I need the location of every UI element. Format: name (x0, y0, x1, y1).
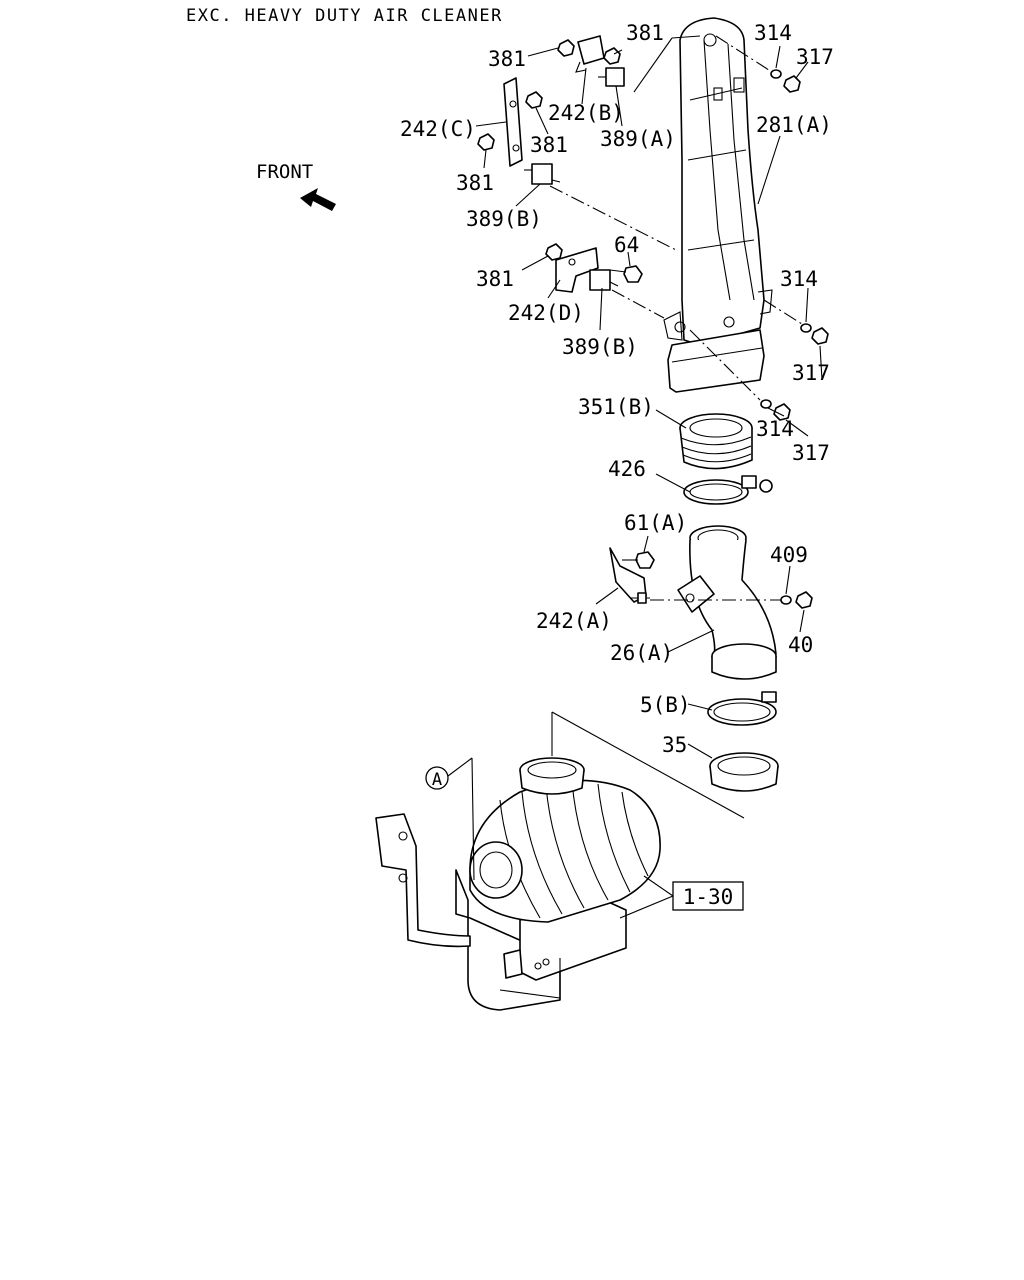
label-389b: 389(B) (562, 335, 638, 359)
label-242d: 242(D) (508, 301, 584, 325)
label-381: 381 (476, 267, 514, 291)
label-426: 426 (608, 457, 646, 481)
reference-box-label: 1-30 (683, 885, 734, 909)
elbow-26a (677, 525, 777, 680)
label-314: 314 (780, 267, 818, 291)
front-label: FRONT (256, 161, 313, 183)
bolt-icon (630, 592, 650, 604)
reference-circle-a-label: A (432, 770, 442, 790)
bracket-242c (503, 77, 523, 167)
label-389b: 389(B) (466, 207, 542, 231)
label-242b: 242(B) (548, 101, 624, 125)
washer-314-icon (800, 323, 812, 333)
bellows-351b (679, 413, 753, 470)
bracket-242d (555, 247, 599, 293)
nut-381-icon (477, 133, 495, 151)
label-389a: 389(A) (600, 127, 676, 151)
label-314: 314 (754, 21, 792, 45)
label-281a: 281(A) (756, 113, 832, 137)
label-381: 381 (488, 47, 526, 71)
bolt-61a-icon (622, 551, 655, 569)
washer-314-icon (760, 399, 772, 409)
label-381: 381 (530, 133, 568, 157)
label-381: 381 (456, 171, 494, 195)
label-35: 35 (662, 733, 687, 757)
nut-381-icon (603, 47, 621, 65)
label-40: 40 (788, 633, 813, 657)
label-5b: 5(B) (640, 693, 691, 717)
air-cleaner-assembly (375, 757, 661, 1011)
label-317: 317 (792, 361, 830, 385)
nut-317-icon (773, 403, 791, 421)
washer-314-icon (770, 69, 782, 79)
label-242a: 242(A) (536, 609, 612, 633)
label-381: 381 (626, 21, 664, 45)
label-409: 409 (770, 543, 808, 567)
nut-40-icon (795, 591, 813, 609)
label-64: 64 (614, 233, 639, 257)
reference-box-1-30[interactable]: 1-30 (619, 875, 744, 919)
nut-381-icon (545, 243, 563, 261)
air-duct-281a (663, 17, 773, 393)
label-242c: 242(C) (400, 117, 476, 141)
label-351b: 351(B) (578, 395, 654, 419)
diagram-title: EXC. HEAVY DUTY AIR CLEANER (186, 6, 503, 26)
label-317: 317 (792, 441, 830, 465)
rubber-mount-389b-lower (589, 269, 619, 291)
nut-317-icon (783, 75, 801, 93)
hose-clamp-5b (707, 691, 777, 726)
rubber-mount-389a (598, 67, 625, 87)
bracket-242b (575, 35, 605, 73)
label-61a: 61(A) (624, 511, 687, 535)
seal-ring-35 (709, 752, 779, 792)
nut-381-icon (557, 39, 575, 57)
label-314: 314 (756, 417, 794, 441)
reference-circle-a: A (425, 757, 475, 881)
label-317: 317 (796, 45, 834, 69)
bolt-64-icon (609, 265, 643, 283)
nut-381-icon (525, 91, 543, 109)
washer-409-icon (780, 595, 792, 605)
nut-317-icon (811, 327, 829, 345)
rubber-mount-389b-top (524, 163, 561, 185)
label-26a: 26(A) (610, 641, 673, 665)
front-arrow-icon (300, 188, 336, 211)
clamp-426 (683, 475, 773, 505)
